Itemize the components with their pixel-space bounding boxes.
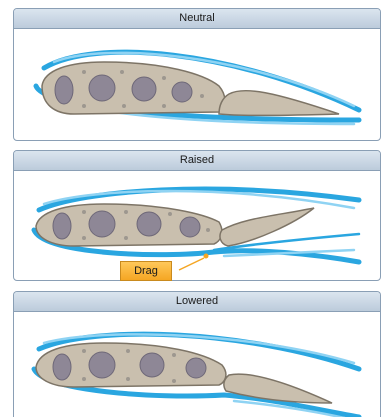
panel-title-neutral: Neutral [14,9,380,29]
drag-pointer-line [179,258,204,270]
panel-neutral: Neutral [13,8,381,141]
panel-raised: Raised [13,150,381,281]
panel-title-lowered: Lowered [14,292,380,312]
lowered-illustration [14,311,381,417]
panel-lowered: Lowered [13,291,381,417]
drag-label: Drag [120,261,172,281]
panel-title-raised: Raised [14,151,380,171]
drag-pointer-dot [204,254,209,259]
neutral-illustration [14,28,381,141]
raised-illustration [14,170,381,281]
